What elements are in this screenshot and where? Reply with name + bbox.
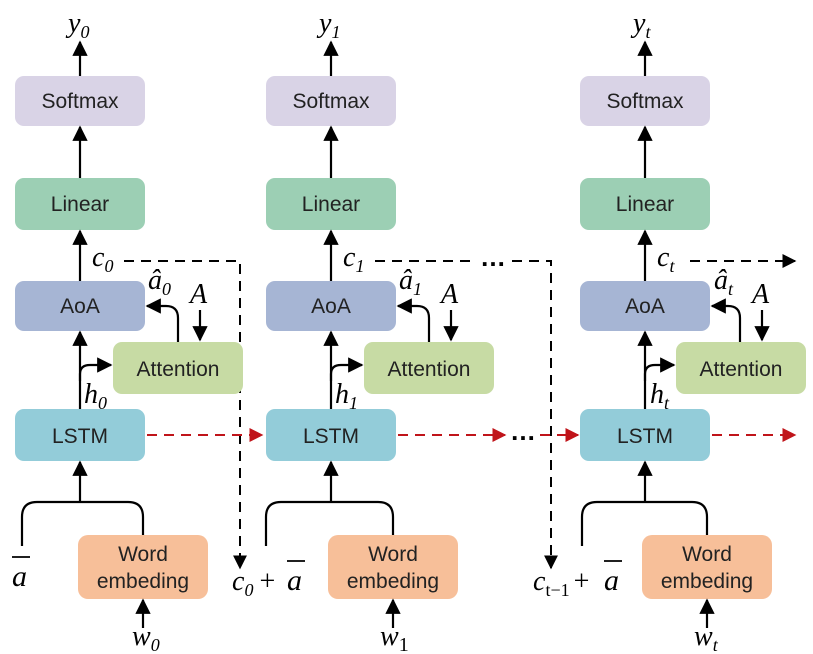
aoa-box-0: AoA xyxy=(15,281,145,331)
attention-box-1: Attention xyxy=(364,342,494,394)
word-label-line1-1: Word xyxy=(368,543,418,566)
attention-box-t: Attention xyxy=(676,342,806,394)
mean-feature-abar-0: a xyxy=(12,556,30,593)
hidden-ht: ht xyxy=(650,379,670,413)
softmax-box-0: Softmax xyxy=(15,76,145,126)
aoa-label-1: AoA xyxy=(311,295,351,318)
aoa-box-t: AoA xyxy=(580,281,710,331)
attention-label-t: Attention xyxy=(700,358,783,381)
svg-text:a: a xyxy=(12,560,27,593)
softmax-label-0: Softmax xyxy=(41,90,119,113)
word-wt: wt xyxy=(694,621,719,654)
svg-text:a: a xyxy=(287,564,302,597)
attention-box-0: Attention xyxy=(113,342,243,394)
output-y1: y1 xyxy=(316,8,340,42)
lstm-label-1: LSTM xyxy=(303,425,359,448)
word-w1: w1 xyxy=(380,621,409,654)
context-ct: ct xyxy=(657,242,675,276)
word-label-line1-0: Word xyxy=(118,543,168,566)
output-yt: yt xyxy=(630,8,651,42)
lstm-box-t: LSTM xyxy=(580,409,710,461)
word-embedding-box-0: Word embeding xyxy=(78,535,208,599)
word-embedding-box-t: Word embeding xyxy=(642,535,772,599)
linear-box-t: Linear xyxy=(580,178,710,230)
softmax-box-t: Softmax xyxy=(580,76,710,126)
word-w0: w0 xyxy=(132,621,160,654)
input-ct-1-plus-abar: ct−1+ a xyxy=(533,560,622,600)
linear-label-1: Linear xyxy=(302,193,360,216)
linear-box-1: Linear xyxy=(266,178,396,230)
svg-text:ct−1+: ct−1+ xyxy=(533,566,589,600)
softmax-box-1: Softmax xyxy=(266,76,396,126)
aoa-label-t: AoA xyxy=(625,295,665,318)
softmax-label-t: Softmax xyxy=(606,90,684,113)
aoa-label-0: AoA xyxy=(60,295,100,318)
hidden-h1: h1 xyxy=(335,379,358,413)
attended-ahat-t: ât xyxy=(714,265,734,299)
feature-A-1: A xyxy=(439,279,459,310)
attended-ahat-0: â0 xyxy=(148,265,171,299)
lstm-label-0: LSTM xyxy=(52,425,108,448)
attention-label-0: Attention xyxy=(137,358,220,381)
word-label-line1-t: Word xyxy=(682,543,732,566)
feature-A-0: A xyxy=(188,279,208,310)
timestep-t: yt Softmax Linear ct AoA ât A Attenti xyxy=(533,8,806,654)
hidden-h0: h0 xyxy=(84,379,107,413)
context-c0: c0 xyxy=(92,242,113,276)
svg-text:a: a xyxy=(604,564,619,597)
attended-ahat-1: â1 xyxy=(399,265,422,299)
lstm-label-t: LSTM xyxy=(617,425,673,448)
word-label-line2-1: embeding xyxy=(347,570,439,593)
lstm-box-1: LSTM xyxy=(266,409,396,461)
timestep-1: y1 Softmax Linear c1 … AoA â1 A xyxy=(232,8,558,654)
ellipsis-middle: … xyxy=(510,416,536,446)
linear-label-0: Linear xyxy=(51,193,109,216)
word-label-line2-0: embeding xyxy=(97,570,189,593)
output-y0: y0 xyxy=(65,8,89,42)
word-label-line2-t: embeding xyxy=(661,570,753,593)
word-embedding-box-1: Word embeding xyxy=(328,535,458,599)
timestep-0: y0 Softmax Linear c0 AoA â0 A xyxy=(12,8,247,654)
context-c1: c1 xyxy=(343,242,364,276)
linear-box-0: Linear xyxy=(15,178,145,230)
svg-text:c0+: c0+ xyxy=(232,566,275,600)
attention-label-1: Attention xyxy=(388,358,471,381)
aoa-box-1: AoA xyxy=(266,281,396,331)
input-c0-plus-abar: c0+ a xyxy=(232,560,305,600)
linear-label-t: Linear xyxy=(616,193,674,216)
softmax-label-1: Softmax xyxy=(292,90,370,113)
lstm-box-0: LSTM xyxy=(15,409,145,461)
feature-A-t: A xyxy=(750,279,770,310)
ellipsis-top: … xyxy=(480,242,506,272)
